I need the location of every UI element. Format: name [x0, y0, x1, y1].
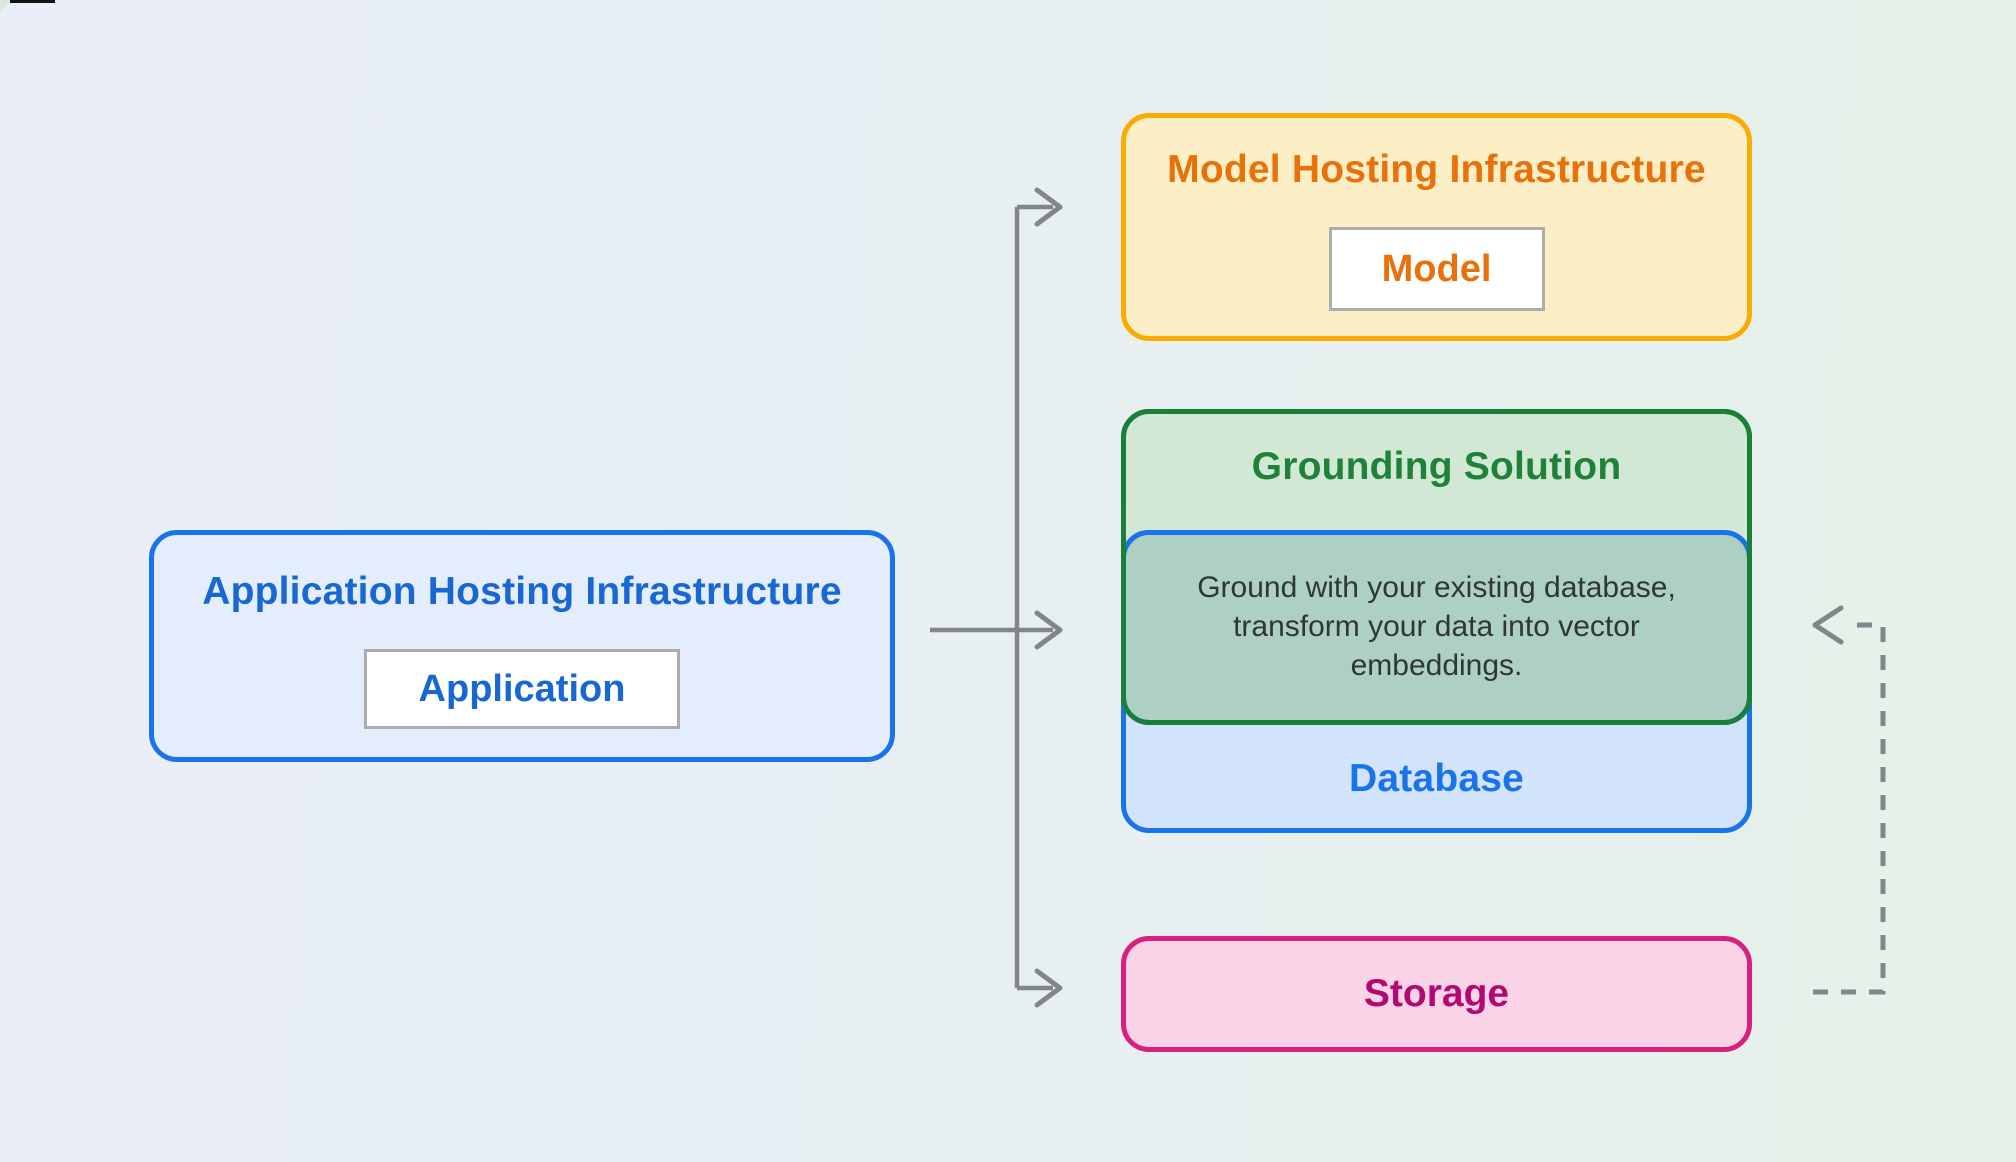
database-title: Database	[1348, 757, 1525, 800]
model-hosting-title: Model Hosting Infrastructure	[1167, 148, 1706, 191]
feedback-dashed-arrow	[1812, 605, 1886, 995]
application-hosting-title: Application Hosting Infrastructure	[202, 570, 842, 613]
grounding-description: Ground with your existing database, tran…	[1197, 571, 1676, 682]
arrowhead-grounding	[1034, 610, 1063, 650]
corner-wedge-artifact	[0, 0, 11, 12]
dashed-path	[1813, 622, 1886, 995]
application-chip: Application	[364, 649, 680, 729]
storage-title: Storage	[1363, 972, 1510, 1015]
application-hosting-box: Application Hosting Infrastructure Appli…	[149, 530, 895, 762]
flow-arrows	[930, 187, 1063, 1008]
grounding-database-overlap: Ground with your existing database, tran…	[1121, 530, 1752, 725]
storage-box: Storage	[1121, 936, 1752, 1052]
arrowhead-model	[1034, 187, 1063, 227]
grounding-solution-title: Grounding Solution	[1251, 445, 1622, 488]
arrowhead-storage	[1034, 968, 1063, 1008]
model-hosting-box: Model Hosting Infrastructure Model	[1121, 113, 1752, 341]
arrowhead-feedback	[1812, 605, 1844, 645]
corner-mark-artifact	[10, 0, 55, 3]
model-chip: Model	[1328, 227, 1545, 311]
